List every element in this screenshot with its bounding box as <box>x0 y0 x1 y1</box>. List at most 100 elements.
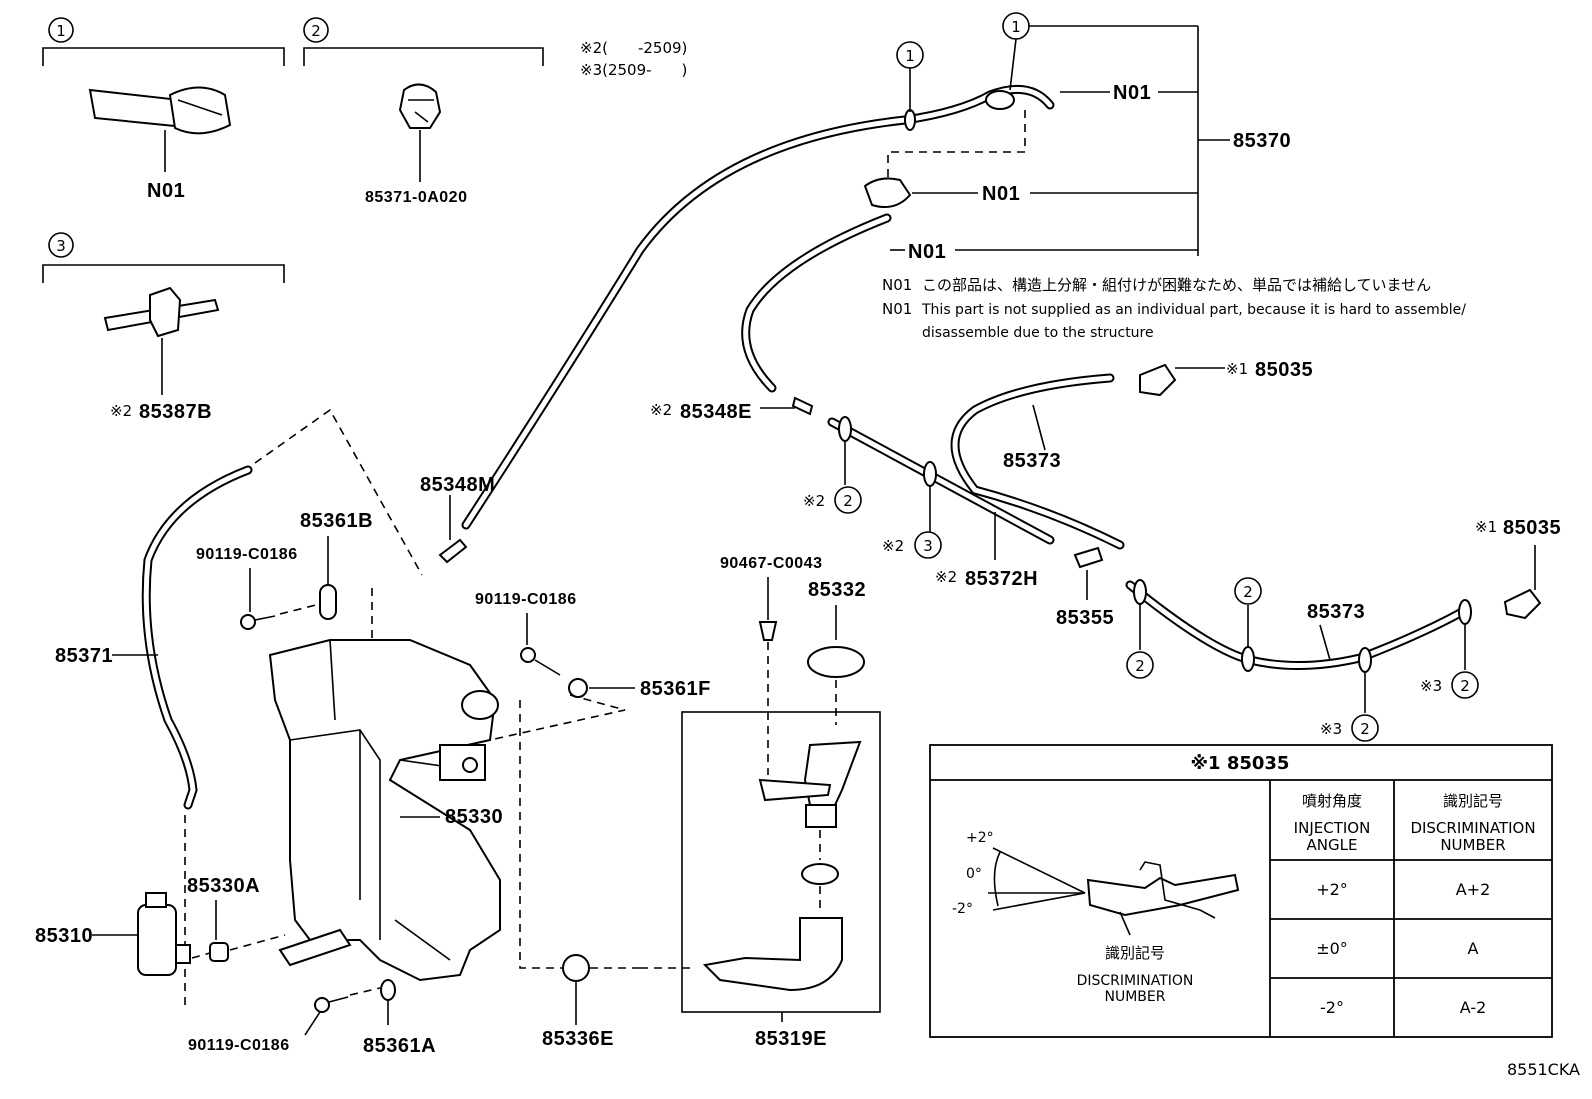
svg-text:2: 2 <box>843 492 853 510</box>
nozzle-part <box>1503 588 1542 620</box>
part-label-90119-c: 90119-C0186 <box>188 1037 290 1054</box>
filler-85319e: 90467-C0043 85332 85319E <box>640 555 881 1050</box>
callout-circle <box>48 17 74 43</box>
svg-text:※2: ※2 <box>935 568 957 586</box>
part-label-85361a: 85361A <box>363 1035 436 1057</box>
callout-number: 2 <box>311 22 321 40</box>
joint-85355: 85355 <box>1056 546 1114 629</box>
part-label-85336e: 85336E <box>542 1028 614 1050</box>
part-label-85371-0A020: 85371-0A020 <box>365 189 467 206</box>
neck-hose-part <box>702 917 843 992</box>
part-label-90119-b: 90119-C0186 <box>475 591 577 608</box>
svg-text:※2: ※2 <box>803 492 825 510</box>
part-label-85372h: 85372H <box>965 568 1038 590</box>
svg-text:2: 2 <box>1135 657 1145 675</box>
table-title: ※1 85035 <box>1191 753 1290 774</box>
part-label-85371: 85371 <box>55 645 113 667</box>
part-label-n01-a: N01 <box>1113 82 1151 104</box>
part-label-85319e: 85319E <box>755 1028 827 1050</box>
svg-text:1: 1 <box>905 47 915 65</box>
part-label-85035-a: 85035 <box>1255 359 1313 381</box>
note-mark2: ※2( -2509) <box>580 39 687 57</box>
fig-plus2: +2° <box>966 830 994 846</box>
part-label-85035-b: 85035 <box>1503 517 1561 539</box>
hose-85373-lower: 2 2 2 ※3 2 ※3 85373 ※1 85035 <box>1125 517 1561 742</box>
part-label-n01-b: N01 <box>982 183 1020 205</box>
part-label-90467: 90467-C0043 <box>720 555 822 572</box>
svg-text:※1: ※1 <box>1475 518 1497 536</box>
fig-label-en2: NUMBER <box>1105 989 1166 1005</box>
col-code-en2: NUMBER <box>1440 836 1505 854</box>
svg-text:※1: ※1 <box>1226 360 1248 378</box>
col-code-jp: 識別記号 <box>1443 792 1503 810</box>
hose-85372h: 2 ※2 3 ※2 ※2 85372H <box>803 416 1055 590</box>
bolts-top: 90119-C0186 85361B 90119-C0186 85361F <box>196 510 711 760</box>
inset-1: 1 N01 <box>42 17 285 202</box>
svg-text:※3: ※3 <box>1420 677 1442 695</box>
hose-85371: 85371 <box>55 408 423 1010</box>
fig-label-en1: DISCRIMINATION <box>1077 973 1194 989</box>
part-label-85355: 85355 <box>1056 607 1114 629</box>
table-cell-code: A-2 <box>1460 998 1487 1017</box>
joint-part <box>863 177 912 208</box>
part-label-85361f: 85361F <box>640 678 711 700</box>
note-mark3: ※3(2509- ) <box>580 61 687 79</box>
part-label-85310: 85310 <box>35 925 93 947</box>
svg-text:N01: N01 <box>882 276 912 294</box>
protector-part <box>88 86 232 135</box>
grommet-85330a: 85330A <box>187 875 286 962</box>
fig-label-jp: 識別記号 <box>1105 944 1165 962</box>
svg-text:※3: ※3 <box>1320 720 1342 738</box>
ring-part <box>562 954 590 982</box>
part-label-85373-a: 85373 <box>1003 450 1061 472</box>
seal-part <box>801 863 839 885</box>
connector-85348e: ※2 85348E <box>650 396 814 423</box>
table-cell-angle: +2° <box>1316 880 1348 899</box>
note-jp: この部品は、構造上分解・組付けが困難なため、単品では補給していません <box>922 276 1431 294</box>
part-label-85332: 85332 <box>808 579 866 601</box>
svg-text:3: 3 <box>923 537 933 555</box>
angle-figure: +2° 0° -2° 識別記号 DISCRIMINATION NUMBER <box>952 830 1240 1005</box>
grommet-part <box>319 584 337 620</box>
col-angle-en2: ANGLE <box>1307 836 1358 854</box>
bolts-bottom: 90119-C0186 85361A <box>188 979 436 1057</box>
part-label-85373-b: 85373 <box>1307 601 1365 623</box>
hose-85370: 1 1 N01 N01 N01 85370 <box>461 12 1291 530</box>
ring-85336e: 85336E <box>519 700 640 1050</box>
clamp-part <box>398 83 442 129</box>
part-label-90119-a: 90119-C0186 <box>196 546 298 563</box>
connector-85348m: 85348M <box>420 474 495 564</box>
table-cell-angle: ±0° <box>1316 939 1348 958</box>
mark-2: ※2 <box>110 402 132 420</box>
svg-text:2: 2 <box>1243 583 1253 601</box>
table-cell-code: A+2 <box>1456 880 1491 899</box>
part-label-85361b: 85361B <box>300 510 373 532</box>
cap-part <box>807 646 865 678</box>
fig-zero: 0° <box>966 866 982 882</box>
n01-note: N01 この部品は、構造上分解・組付けが困難なため、単品では補給していません N… <box>882 276 1466 341</box>
part-label-n01: N01 <box>147 180 185 202</box>
inset-2: 2 85371-0A020 <box>303 17 544 206</box>
fig-minus2: -2° <box>952 901 973 917</box>
part-label-85370: 85370 <box>1233 130 1291 152</box>
callout-number: 3 <box>56 237 66 255</box>
injection-angle-table: ※1 85035 噴射角度 INJECTION ANGLE 識別記号 DISCR… <box>929 744 1553 1038</box>
part-label-85387b: 85387B <box>139 401 212 423</box>
table-cell-code: A <box>1468 939 1479 958</box>
part-label-85348e: 85348E <box>680 401 752 423</box>
clip-part <box>103 286 220 338</box>
diagram-id: 8551CKA <box>1507 1060 1580 1079</box>
svg-text:2: 2 <box>1360 720 1370 738</box>
washer-tank-85330: 85330 <box>268 639 503 982</box>
col-angle-jp: 噴射角度 <box>1302 792 1362 810</box>
col-code-en1: DISCRIMINATION <box>1410 819 1535 837</box>
nozzle-part <box>1139 363 1177 397</box>
note-en-2: disassemble due to the structure <box>922 325 1154 341</box>
inset-3: 3 ※2 85387B <box>42 232 285 423</box>
hose-85373-upper: 85373 ※1 85035 <box>950 359 1313 550</box>
svg-text:1: 1 <box>1011 18 1021 36</box>
table-cell-angle: -2° <box>1320 998 1344 1017</box>
part-label-85330: 85330 <box>445 806 503 828</box>
callout-number: 1 <box>56 22 66 40</box>
